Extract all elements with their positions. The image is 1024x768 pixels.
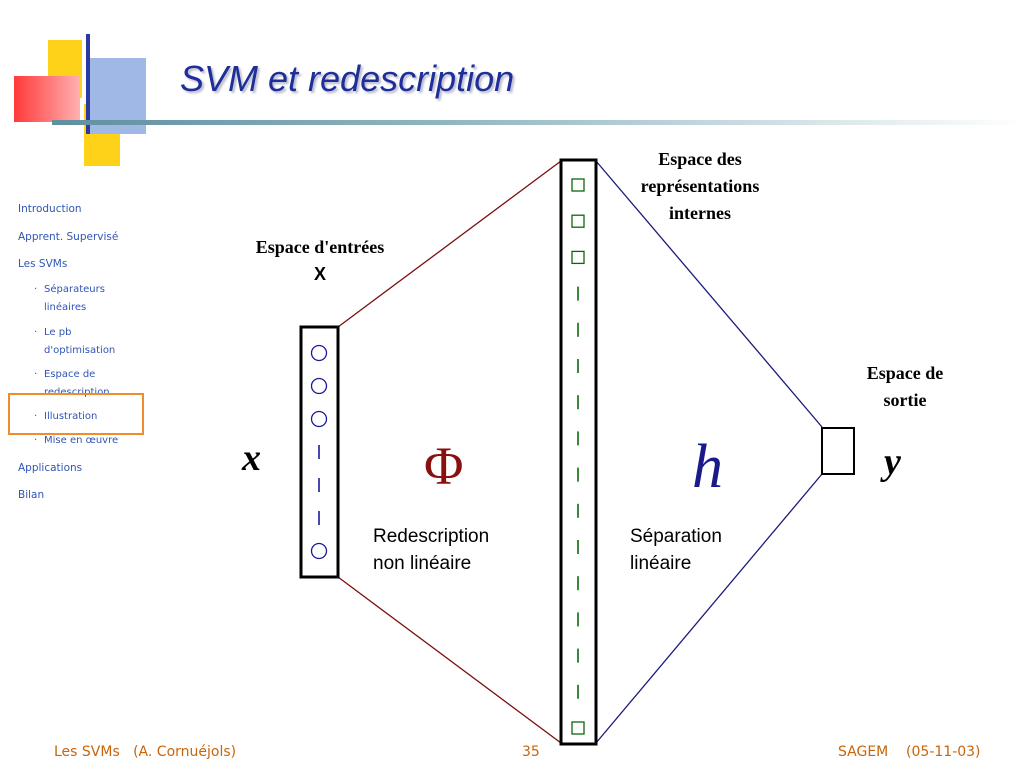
bullet-icon: · xyxy=(34,435,38,446)
internal-units xyxy=(571,178,585,735)
h-symbol: h xyxy=(692,433,723,501)
caption-line: linéaire xyxy=(630,553,692,574)
sidebar-item-label: Séparateurs linéaires xyxy=(44,284,105,313)
h-line-bottom xyxy=(595,473,823,744)
input-space-text: Espace d'entrées xyxy=(255,237,385,257)
caption-line: Séparation xyxy=(630,526,722,547)
separation-caption: Séparation linéaire xyxy=(630,523,722,577)
redescription-caption: Redescription non linéaire xyxy=(373,523,489,577)
unit-square xyxy=(571,250,585,265)
unit-circle xyxy=(310,377,328,395)
output-space-label: Espace de sortie xyxy=(866,363,944,410)
sidebar-item-mise-en-oeuvre[interactable]: · Mise en œuvre xyxy=(34,432,134,450)
h-line-top xyxy=(595,160,823,428)
phi-symbol: Φ xyxy=(424,436,464,496)
input-space-label: Espace d'entrées X xyxy=(250,234,390,288)
sidebar-item-label: Espace de redescription xyxy=(44,369,110,398)
input-layer xyxy=(299,325,340,579)
caption-line: Redescription xyxy=(373,526,490,547)
output-unit xyxy=(821,427,855,475)
sidebar-item-label: Mise en œuvre xyxy=(44,435,119,446)
unit-circle xyxy=(310,344,328,362)
unit-circle xyxy=(310,410,328,428)
footer-event: SAGEM (05-11-03) xyxy=(838,744,981,760)
unit-circle xyxy=(310,542,328,560)
current-section-highlight xyxy=(8,393,144,435)
sidebar-item-label: Le pb d'optimisation xyxy=(44,327,116,356)
sidebar-item-introduction[interactable]: Introduction xyxy=(18,203,82,215)
unit-square xyxy=(571,178,585,192)
slide-title: SVM et redescription xyxy=(180,58,515,99)
bullet-icon: · xyxy=(34,284,38,295)
output-variable-y: y xyxy=(884,441,901,483)
sidebar-item-label: Illustration xyxy=(44,411,98,422)
unit-square xyxy=(571,721,585,735)
internal-space-label: Espace des représentations internes xyxy=(640,149,760,223)
caption-line: non linéaire xyxy=(373,553,472,574)
input-variable-x: x xyxy=(242,437,261,479)
sidebar-item-applications[interactable]: Applications xyxy=(18,462,83,474)
internal-layer xyxy=(559,158,598,746)
input-space-symbol: X xyxy=(313,264,326,284)
bullet-icon: · xyxy=(34,327,38,338)
bullet-icon: · xyxy=(34,369,38,380)
unit-square xyxy=(571,214,585,228)
sidebar-item-optimisation[interactable]: · Le pb d'optimisation xyxy=(34,324,124,356)
input-units xyxy=(310,344,328,560)
sidebar-item-les-svms[interactable]: Les SVMs xyxy=(18,258,68,270)
bullet-icon: · xyxy=(34,411,38,422)
footer-page-number: 35 xyxy=(522,744,540,760)
sidebar-item-espace-redescription[interactable]: · Espace de redescription xyxy=(34,366,124,398)
footer-author: Les SVMs (A. Cornuéjols) xyxy=(54,744,237,760)
sidebar-item-illustration[interactable]: · Illustration xyxy=(34,408,134,426)
phi-line-bottom xyxy=(337,576,562,744)
sidebar-item-apprent-supervise[interactable]: Apprent. Supervisé xyxy=(18,231,119,243)
title-underline xyxy=(52,120,1024,125)
sidebar-item-bilan[interactable]: Bilan xyxy=(18,489,45,501)
sidebar-item-separateurs[interactable]: · Séparateurs linéaires xyxy=(34,281,124,313)
phi-line-top xyxy=(337,160,562,328)
